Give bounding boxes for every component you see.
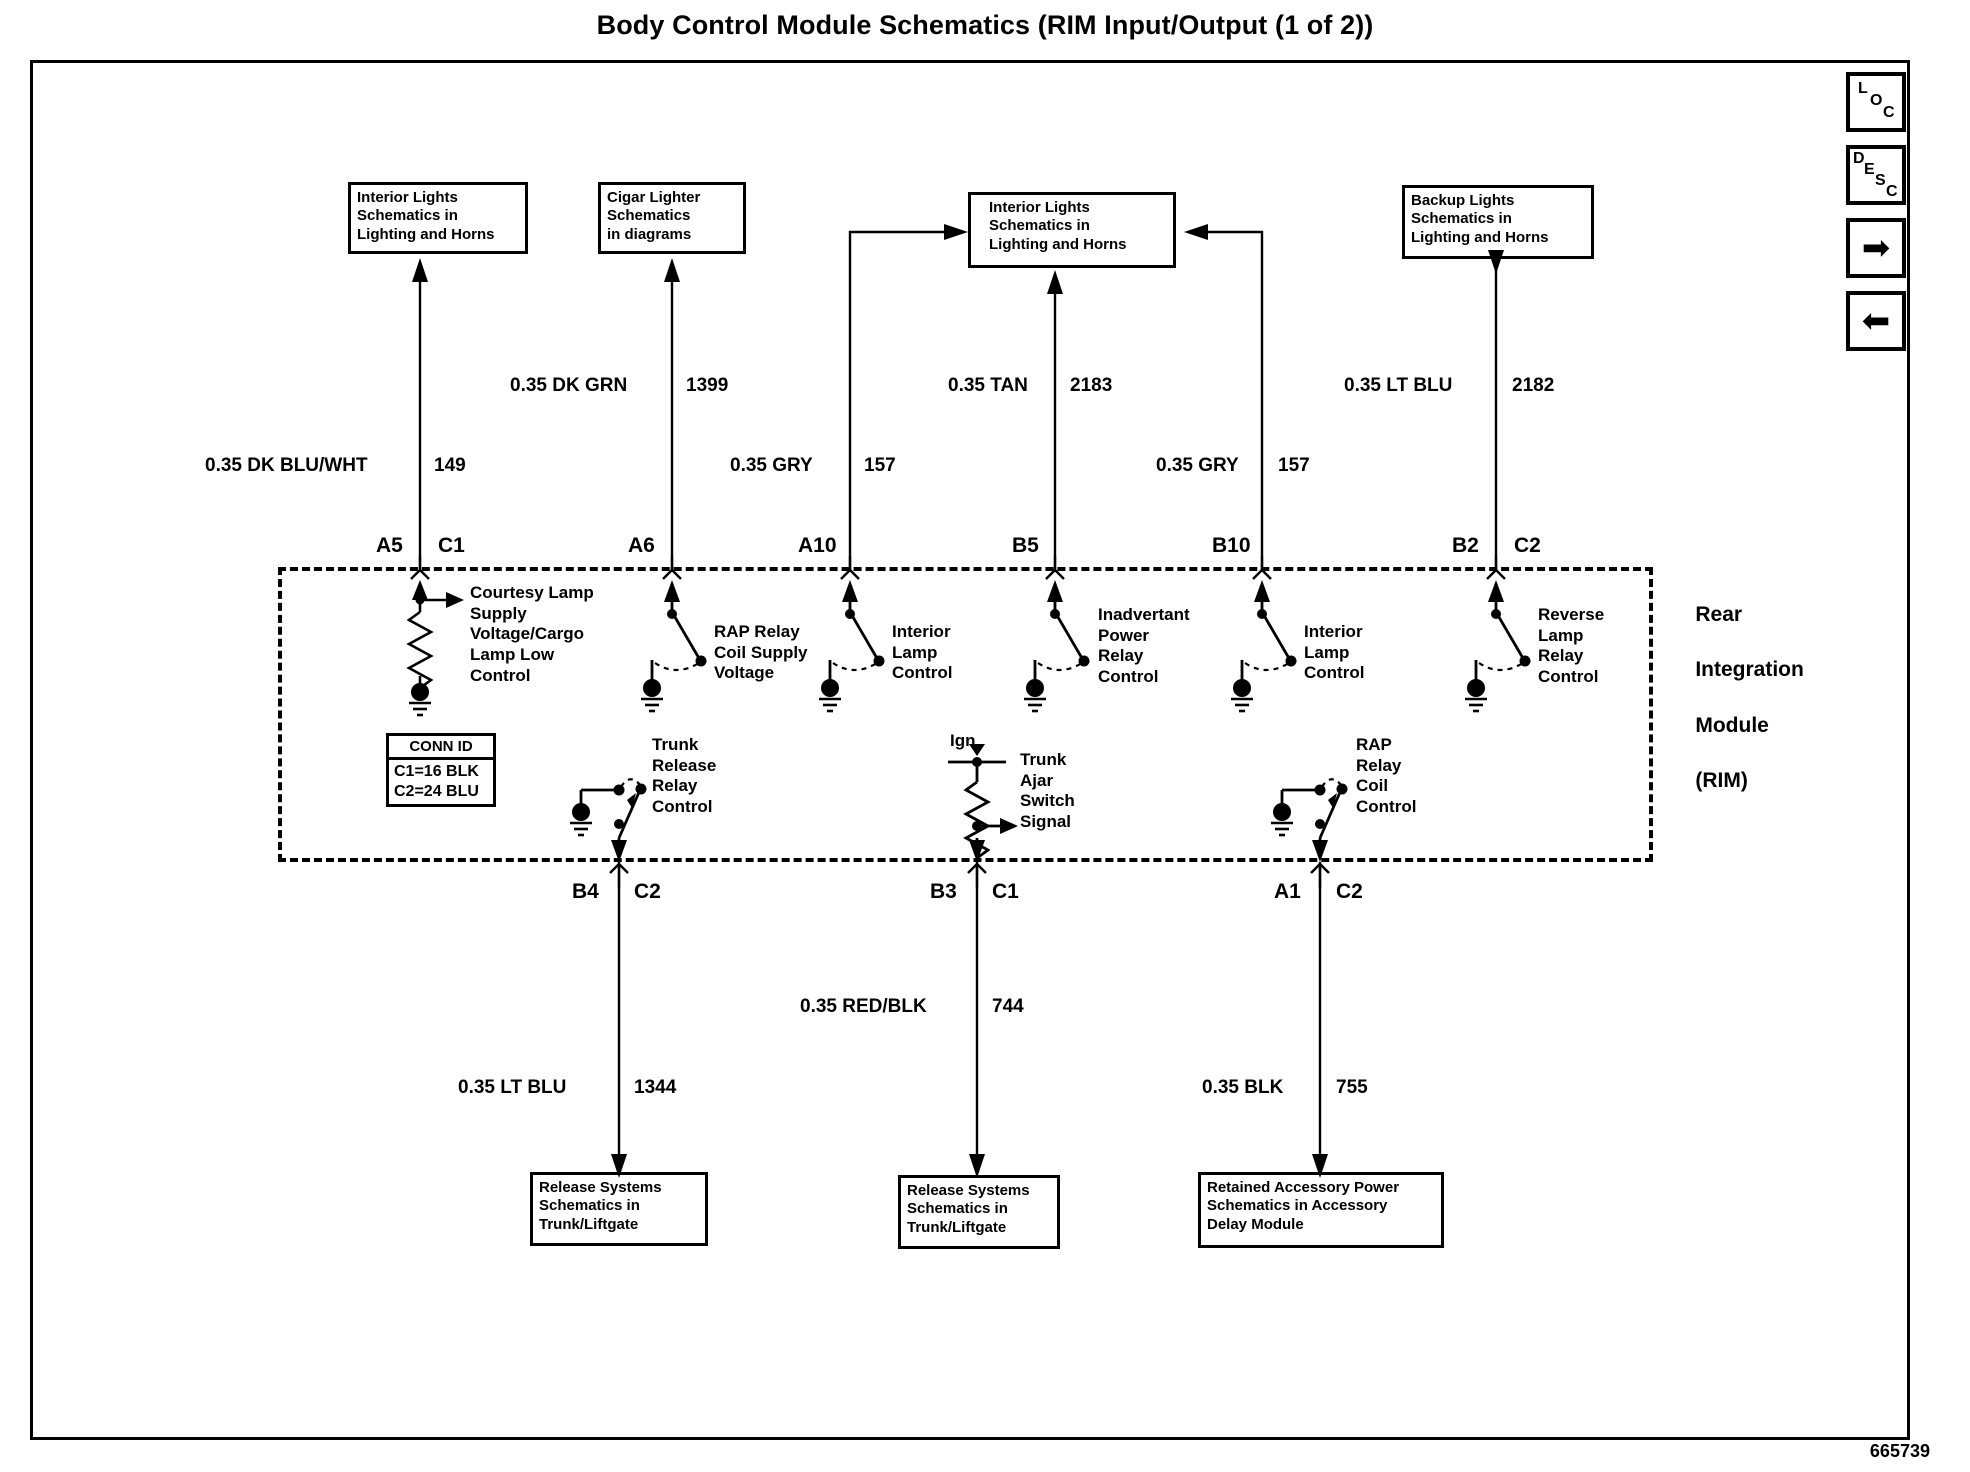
ref-box-interior-lights-mid[interactable]: Interior Lights Schematics in Lighting a… — [968, 192, 1176, 268]
page-title: Body Control Module Schematics (RIM Inpu… — [596, 10, 1374, 40]
conn-id-header: CONN ID — [389, 736, 493, 760]
pin-b3: B3 — [930, 880, 957, 903]
pin-a5: A5 — [376, 534, 403, 557]
ref-line: Interior Lights — [989, 199, 1090, 216]
wire-label-1344-circuit: 1344 — [634, 1077, 677, 1098]
wire-label-2183-circuit: 2183 — [1070, 375, 1113, 396]
ref-line: Trunk/Liftgate — [907, 1218, 1007, 1236]
pin-a10: A10 — [798, 534, 837, 557]
pin-a6: A6 — [628, 534, 655, 557]
wire-label-157b-color: 0.35 GRY — [1156, 455, 1239, 476]
pin-b4: B4 — [572, 880, 599, 903]
arrow-right-icon: ➡ — [1861, 228, 1891, 268]
ref-box-backup-lights[interactable]: Backup Lights Schematics in Lighting and… — [1402, 185, 1594, 259]
loc-char-o: O — [1870, 92, 1883, 109]
ref-line: Cigar Lighter — [607, 189, 701, 206]
rear-integration-module-boundary — [278, 567, 1653, 862]
ref-line: Schematics — [607, 207, 691, 225]
conn-b2-c2: C2 — [1514, 534, 1541, 557]
ref-line: Lighting and Horns — [989, 235, 1127, 253]
wire-label-157b-circuit: 157 — [1278, 455, 1310, 476]
diagram-frame — [30, 60, 1910, 1440]
conn-id-row-c2: C2=24 BLU — [394, 783, 479, 800]
ref-box-retained-accessory[interactable]: Retained Accessory Power Schematics in A… — [1198, 1172, 1444, 1248]
conn-a5-c1: C1 — [438, 534, 465, 557]
wire-label-1399-circuit: 1399 — [686, 375, 729, 396]
ign-source-label: Ign — [950, 731, 976, 750]
conn-a1-c2: C2 — [1336, 880, 1363, 903]
wire-label-744-color: 0.35 RED/BLK — [800, 996, 927, 1017]
conn-id-box: CONN ID C1=16 BLK C2=24 BLU — [386, 733, 496, 807]
pin-a1: A1 — [1274, 880, 1301, 903]
pin-b5: B5 — [1012, 534, 1039, 557]
ref-line: Schematics in — [989, 217, 1090, 235]
ref-line: Lighting and Horns — [1411, 228, 1549, 246]
ref-line: Interior Lights — [357, 189, 458, 206]
ref-line: Release Systems — [539, 1179, 662, 1196]
ref-line: Trunk/Liftgate — [539, 1215, 639, 1233]
pin-b10: B10 — [1212, 534, 1251, 557]
loc-char-l: L — [1858, 80, 1868, 97]
ref-line: Backup Lights — [1411, 192, 1515, 209]
module-name-label: Rear Integration Module (RIM) — [1695, 602, 1804, 793]
wire-label-2183-color: 0.35 TAN — [948, 375, 1028, 396]
wire-label-1399-color: 0.35 DK GRN — [510, 375, 628, 396]
ref-box-cigar-lighter[interactable]: Cigar Lighter Schematics in diagrams — [598, 182, 746, 254]
wire-label-149-color: 0.35 DK BLU/WHT — [205, 455, 368, 476]
conn-b4-c2: C2 — [634, 880, 661, 903]
wire-label-149-circuit: 149 — [434, 455, 466, 476]
desc-char-e: E — [1864, 161, 1875, 178]
ref-box-release-systems-mid[interactable]: Release Systems Schematics in Trunk/Lift… — [898, 1175, 1060, 1249]
desc-button[interactable]: D E S C — [1846, 145, 1906, 205]
wire-label-2182-color: 0.35 LT BLU — [1344, 375, 1453, 396]
wire-label-755-color: 0.35 BLK — [1202, 1077, 1284, 1098]
ref-line: Release Systems — [907, 1182, 1030, 1199]
wire-label-755-circuit: 755 — [1336, 1077, 1368, 1098]
arrow-left-icon: ⬅ — [1861, 301, 1891, 341]
pin-b2: B2 — [1452, 534, 1479, 557]
desc-char-s: S — [1875, 172, 1886, 189]
wire-label-2182-circuit: 2182 — [1512, 375, 1555, 396]
ref-box-interior-lights-left[interactable]: Interior Lights Schematics in Lighting a… — [348, 182, 528, 254]
conn-id-row-c1: C1=16 BLK — [394, 763, 479, 780]
wire-label-157a-color: 0.35 GRY — [730, 455, 813, 476]
ref-line: Retained Accessory Power — [1207, 1179, 1400, 1196]
ref-line: in diagrams — [607, 225, 692, 243]
prev-page-button[interactable]: ⬅ — [1846, 291, 1906, 351]
ref-line: Schematics in — [539, 1197, 640, 1215]
ref-line: Delay Module — [1207, 1215, 1304, 1233]
ref-line: Schematics in Accessory — [1207, 1197, 1388, 1215]
ref-box-release-systems-left[interactable]: Release Systems Schematics in Trunk/Lift… — [530, 1172, 708, 1246]
desc-char-d: D — [1853, 150, 1865, 167]
ref-line: Lighting and Horns — [357, 225, 495, 243]
ref-line: Schematics in — [907, 1200, 1008, 1218]
loc-button[interactable]: L O C — [1846, 72, 1906, 132]
part-number: 665739 — [1869, 1441, 1930, 1461]
wire-label-744-circuit: 744 — [992, 996, 1024, 1017]
wire-label-1344-color: 0.35 LT BLU — [458, 1077, 567, 1098]
desc-char-c: C — [1886, 183, 1898, 200]
ref-line: Schematics in — [357, 207, 458, 225]
conn-b3-c1: C1 — [992, 880, 1019, 903]
wire-label-157a-circuit: 157 — [864, 455, 896, 476]
loc-char-c: C — [1883, 104, 1895, 121]
ref-line: Schematics in — [1411, 210, 1512, 228]
next-page-button[interactable]: ➡ — [1846, 218, 1906, 278]
